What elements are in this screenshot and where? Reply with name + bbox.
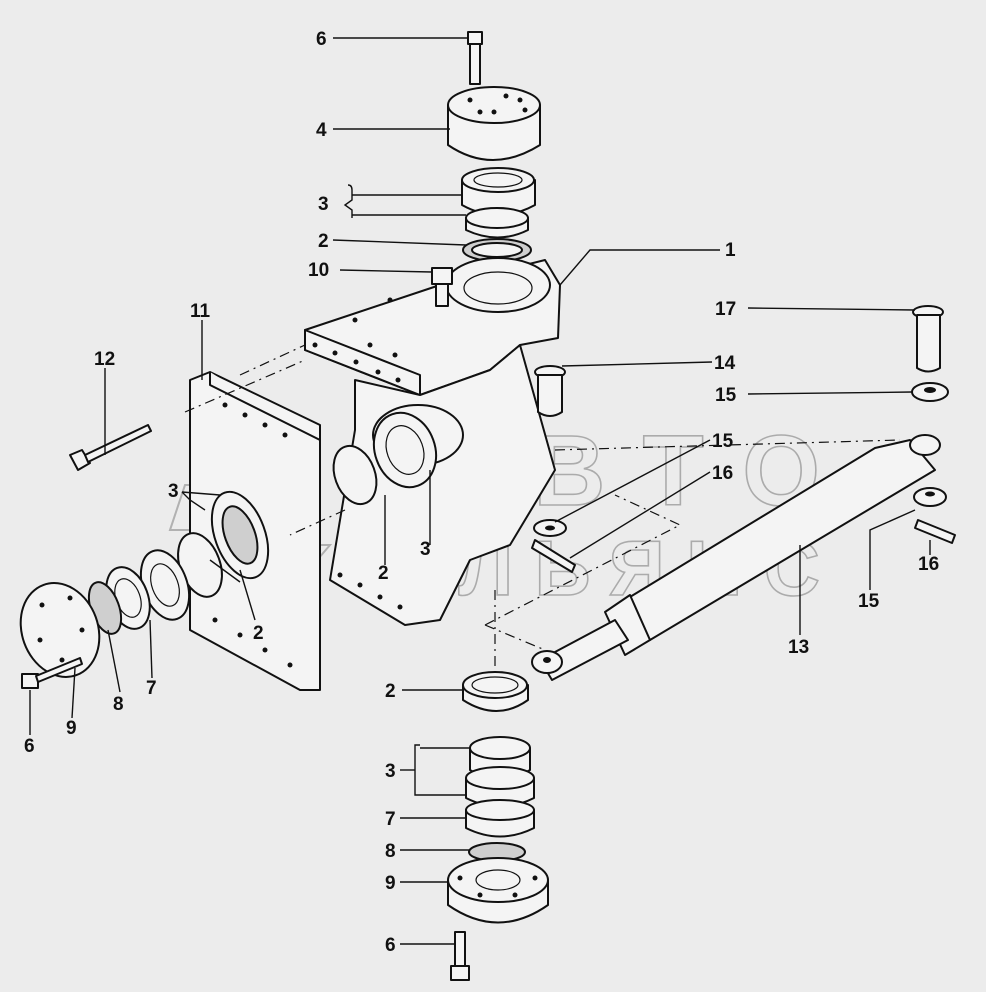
callout-2-left-a: 2 [378,563,389,584]
callout-17: 17 [715,299,736,320]
hydraulic-cylinder [531,434,941,681]
callout-10: 10 [308,260,329,281]
callout-2-top: 2 [318,231,329,252]
callout-12: 12 [94,349,115,370]
callout-9-bottom: 9 [385,873,396,894]
cotter-pin-16 [914,519,956,544]
bottom-spacer [465,799,535,838]
callout-7-left: 7 [146,678,157,699]
callout-3-center: 3 [420,539,431,560]
callout-13: 13 [788,637,809,658]
callout-7-bottom: 7 [385,809,396,830]
callout-6-left: 6 [24,736,35,757]
callout-labels: 6 4 3 2 10 1 11 12 17 14 15 15 16 3 3 2 … [24,29,939,956]
callout-3-left: 3 [168,481,179,502]
pin-17 [912,305,944,373]
washer-15-bracket [533,519,567,537]
pin-14 [534,365,566,417]
bottom-bearing-lower [465,766,535,808]
axis-lines [184,344,901,675]
left-cover [19,582,101,678]
callout-15-right: 15 [858,591,880,612]
callout-3-bottom: 3 [385,761,396,782]
callout-15-mid: 15 [712,431,734,452]
top-bolt [467,31,483,85]
left-cover-bolt [21,657,83,689]
cotter-pin-16-bracket [531,539,576,573]
callout-14: 14 [714,353,736,374]
callout-15-top: 15 [715,385,737,406]
callout-16-right: 16 [918,554,939,575]
bracket-bolt [431,267,453,307]
top-cover [447,86,541,161]
callout-6-bottom: 6 [385,935,396,956]
main-bracket [304,257,561,626]
left-bolt [69,424,152,471]
leader-lines [29,37,931,945]
left-seal-ring [210,490,270,580]
callout-8-bottom: 8 [385,841,396,862]
bottom-bolt [450,931,470,981]
callout-3-top: 3 [318,194,329,215]
top-bearing-lower [465,207,529,239]
callout-2-bottom: 2 [385,681,396,702]
bottom-cover [447,857,549,924]
callout-1: 1 [725,240,736,261]
center-bearing-a [332,444,378,506]
washer-15-bottom [913,487,947,507]
callout-6-top: 6 [316,29,327,50]
top-seal-ring [462,238,532,262]
washer-15-top [911,382,949,402]
callout-9-left: 9 [66,718,77,739]
callout-8-left: 8 [113,694,124,715]
center-bearing-b [372,411,438,489]
callout-16-mid: 16 [712,463,733,484]
bottom-seal-ring [462,671,529,712]
callout-11: 11 [190,301,211,322]
callout-2-left-b: 2 [253,623,264,644]
top-bearing-upper [461,167,536,216]
callout-4: 4 [316,120,327,141]
